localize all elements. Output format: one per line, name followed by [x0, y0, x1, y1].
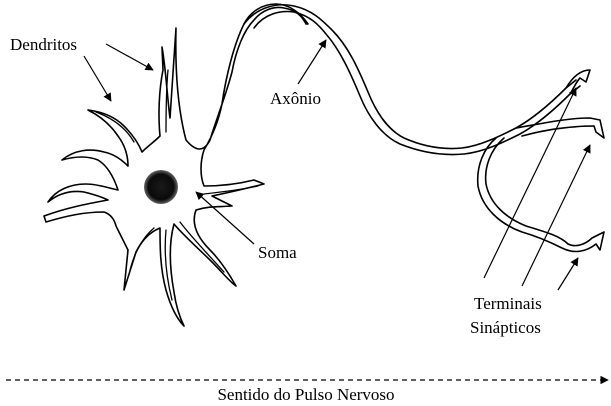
label-dendrites: Dendritos	[10, 35, 77, 54]
label-axon: Axônio	[270, 89, 321, 108]
soma-outline	[44, 4, 308, 326]
terminal-top	[566, 70, 590, 94]
terminals-pointer-middle	[522, 145, 590, 286]
terminals-pointer-top	[484, 88, 576, 278]
label-soma: Soma	[258, 243, 297, 262]
dendrites-pointer-top	[106, 44, 153, 70]
label-terminals-line1: Terminais	[474, 294, 542, 313]
dendrite-inner-right	[204, 186, 258, 194]
nucleus	[144, 170, 178, 204]
label-pulse-direction: Sentido do Pulso Nervoso	[217, 385, 394, 404]
terminals-pointer-lower	[558, 258, 578, 290]
neuron-cell-body	[44, 4, 308, 326]
dendrite-inner-lowright	[180, 222, 224, 272]
soma-pointer	[196, 192, 254, 244]
axon	[244, 5, 580, 155]
label-terminals-line2: Sinápticos	[470, 318, 541, 337]
dendrites-pointer-left	[84, 56, 111, 101]
dendrite-inner-left	[96, 112, 134, 142]
axon-pointer	[298, 40, 326, 84]
